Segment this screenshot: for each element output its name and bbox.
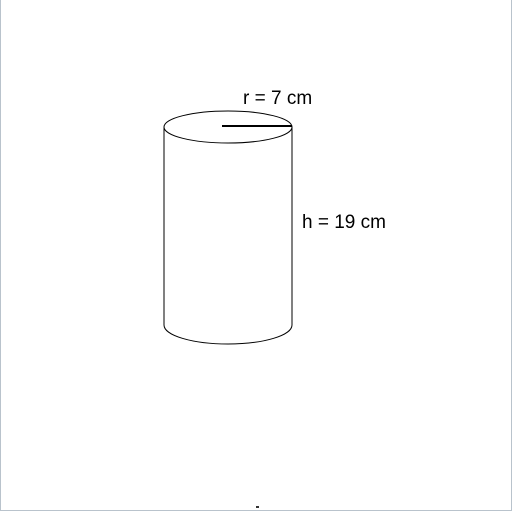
artifact-dot	[256, 506, 259, 508]
height-label: h = 19 cm	[302, 212, 386, 233]
cylinder-bottom-arc	[163, 324, 293, 345]
radius-label: r = 7 cm	[243, 88, 312, 109]
